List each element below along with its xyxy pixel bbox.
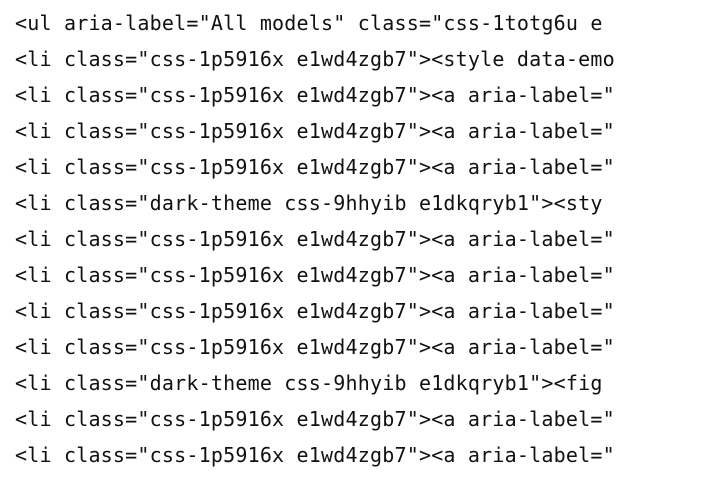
code-line-1: <ul aria-label="All models" class="css-1… <box>15 11 603 35</box>
code-line-2: <li class="css-1p5916x e1wd4zgb7"><style… <box>15 47 615 71</box>
code-line-8: <li class="css-1p5916x e1wd4zgb7"><a ari… <box>15 263 615 287</box>
code-line-11: <li class="dark-theme css-9hhyib e1dkqry… <box>15 371 603 395</box>
code-line-10: <li class="css-1p5916x e1wd4zgb7"><a ari… <box>15 335 615 359</box>
code-line-9: <li class="css-1p5916x e1wd4zgb7"><a ari… <box>15 299 615 323</box>
code-line-3: <li class="css-1p5916x e1wd4zgb7"><a ari… <box>15 83 615 107</box>
code-line-12: <li class="css-1p5916x e1wd4zgb7"><a ari… <box>15 407 615 431</box>
code-line-5: <li class="css-1p5916x e1wd4zgb7"><a ari… <box>15 155 615 179</box>
code-line-7: <li class="css-1p5916x e1wd4zgb7"><a ari… <box>15 227 615 251</box>
code-line-4: <li class="css-1p5916x e1wd4zgb7"><a ari… <box>15 119 615 143</box>
code-lines: <ul aria-label="All models" class="css-1… <box>15 5 615 473</box>
code-line-13: <li class="css-1p5916x e1wd4zgb7"><a ari… <box>15 443 615 467</box>
code-line-6: <li class="dark-theme css-9hhyib e1dkqry… <box>15 191 603 215</box>
